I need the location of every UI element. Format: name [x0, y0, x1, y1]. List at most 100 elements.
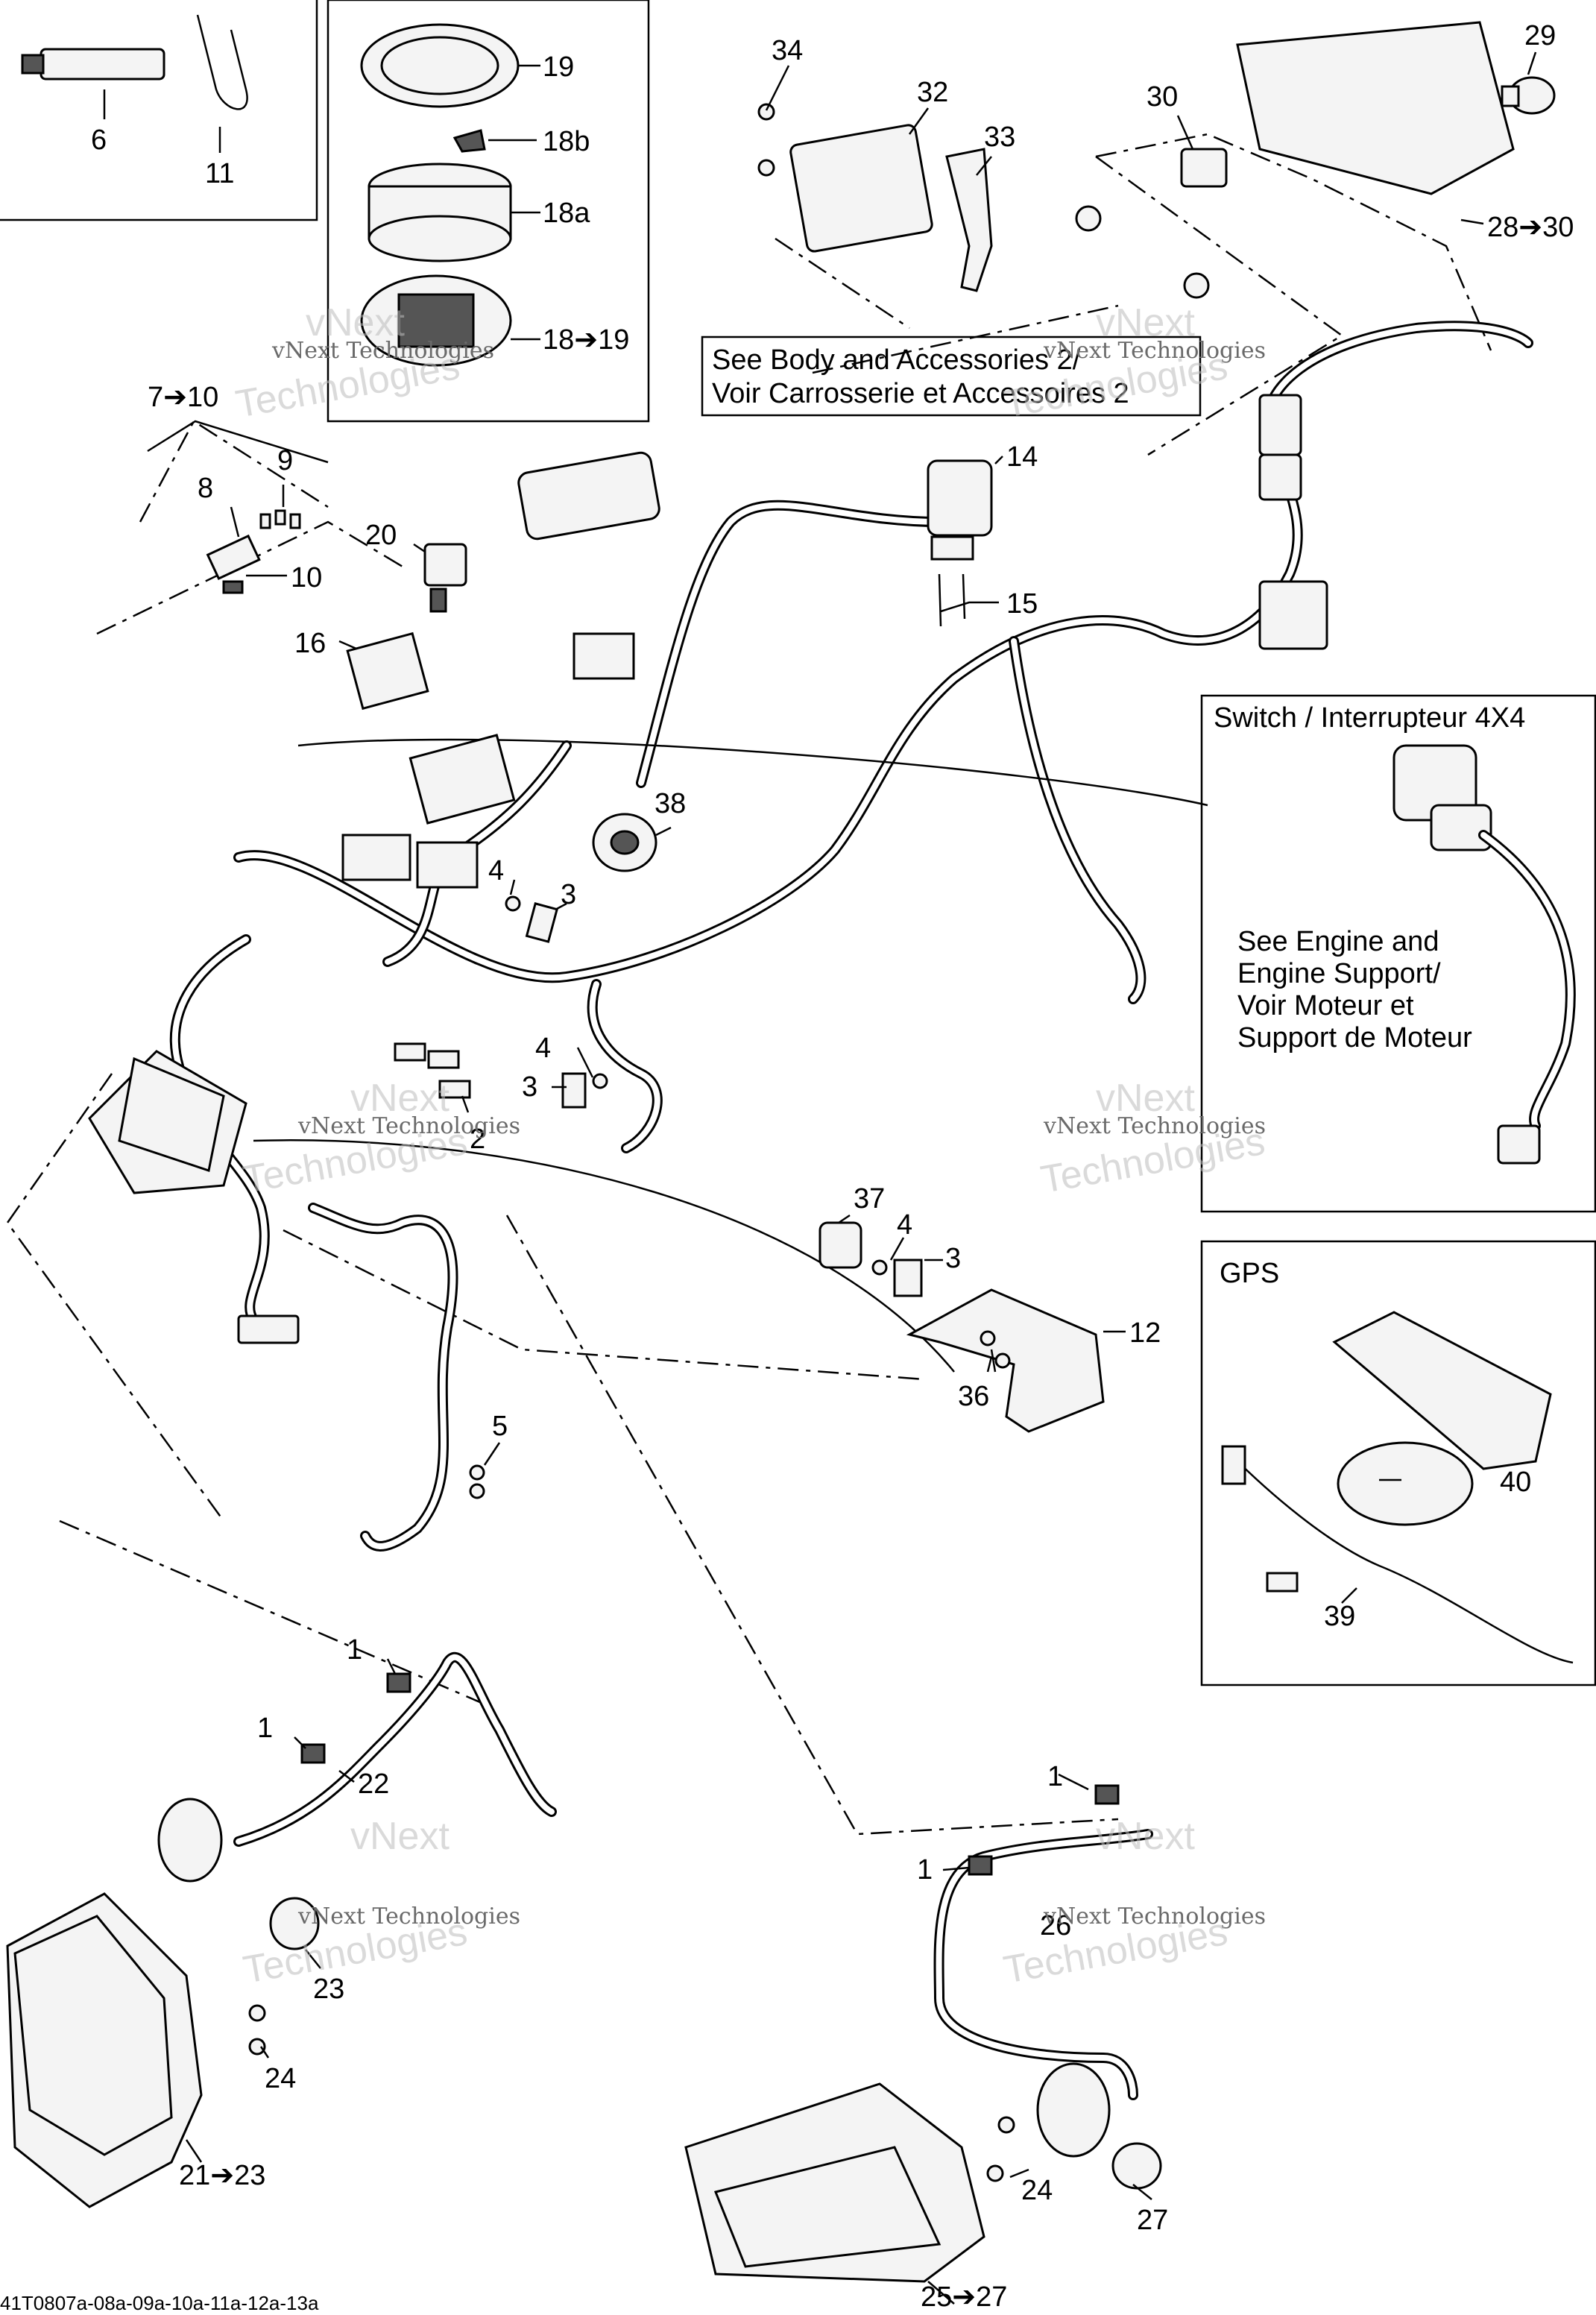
- callout-33: 33: [984, 122, 1015, 153]
- callout-14: 14: [1006, 441, 1038, 473]
- relay-connector: [206, 534, 261, 594]
- headlight-right: [684, 2082, 985, 2283]
- switch-box-note-1: See Engine and: [1237, 926, 1439, 957]
- gauge-electronics: [517, 451, 660, 541]
- callout-labels: 6 11 19 18b 18a 18➔19 7➔10 8 9 10 20 16 …: [91, 20, 1574, 2313]
- switch-box-note-3: Voir Moteur et: [1237, 990, 1414, 1021]
- taillight-connector: [1180, 148, 1228, 188]
- callout-21-23: 21➔23: [179, 2160, 265, 2191]
- callout-6: 6: [91, 125, 107, 156]
- callout-16: 16: [294, 628, 326, 659]
- svg-text:vNext Technologies: vNext Technologies: [271, 338, 494, 364]
- callout-9: 9: [277, 445, 293, 476]
- headlight-harness-left: [233, 1651, 557, 1847]
- callout-3-bracket: 3: [945, 1243, 961, 1274]
- callout-7-10: 7➔10: [148, 382, 218, 413]
- callout-12: 12: [1129, 1317, 1161, 1349]
- taillight: [1236, 21, 1515, 195]
- gps-unit: [1332, 1311, 1552, 1526]
- screws-15: [938, 573, 966, 627]
- headlight-left: [6, 1892, 203, 2208]
- callout-10: 10: [291, 562, 322, 593]
- callout-11: 11: [205, 158, 234, 189]
- callout-4: 4: [488, 855, 504, 886]
- callout-20: 20: [365, 520, 397, 551]
- cable-clamps-2: [394, 1042, 471, 1099]
- callout-1-right: 1: [917, 1854, 933, 1886]
- callout-29: 29: [1524, 20, 1556, 51]
- callout-18b: 18b: [543, 126, 590, 157]
- fuse-box: [88, 1050, 247, 1194]
- callout-26: 26: [1040, 1910, 1071, 1941]
- callout-4-bracket: 4: [897, 1209, 912, 1241]
- relay-16: [346, 631, 429, 711]
- leader-lines: [103, 51, 1537, 2305]
- main-connector-block: [341, 632, 635, 889]
- connector-lower-left: [237, 1314, 300, 1344]
- gps-box-title: GPS: [1220, 1258, 1279, 1289]
- callout-22: 22: [358, 1768, 389, 1800]
- inset-frame-topleft: [0, 0, 318, 221]
- headlight-socket-right: [1036, 2062, 1111, 2158]
- watermark-4: vNext Technologies vNext Technologies: [1038, 1077, 1268, 1202]
- regulator-bracket: [945, 148, 993, 292]
- gauge-lens: [368, 163, 512, 262]
- svg-text:vNext: vNext: [350, 1815, 450, 1858]
- callout-32: 32: [917, 77, 948, 108]
- callout-1-left: 1: [257, 1713, 273, 1744]
- clip-5: [469, 1464, 485, 1499]
- callout-18-19: 18➔19: [543, 324, 629, 356]
- svg-text:vNext Technologies: vNext Technologies: [1043, 338, 1266, 364]
- switch-box-note-4: Support de Moteur: [1237, 1022, 1472, 1053]
- gauge-ring: [360, 23, 520, 108]
- power-outlet: [592, 813, 657, 872]
- reference-box-body: See Body and Accessories 2/ Voir Carross…: [701, 336, 1202, 417]
- screws-24-right: [986, 2116, 1015, 2182]
- callout-40: 40: [1500, 1467, 1531, 1498]
- fuse-set: [259, 509, 301, 529]
- callout-28-30: 28➔30: [1487, 212, 1574, 243]
- clip-3-middle: [561, 1072, 608, 1109]
- voltage-regulator: [789, 124, 933, 253]
- callout-4-middle: 4: [535, 1033, 551, 1064]
- callout-15: 15: [1006, 588, 1038, 620]
- callout-25-27: 25➔27: [921, 2281, 1007, 2313]
- svg-text:vNext: vNext: [1096, 1077, 1195, 1120]
- throttle-switch: [927, 459, 993, 561]
- callout-8: 8: [198, 473, 213, 504]
- connector-37: [818, 1221, 862, 1269]
- bolts-36: [980, 1330, 1011, 1369]
- callout-19: 19: [543, 51, 574, 83]
- callout-23: 23: [313, 1974, 344, 2005]
- assembly-lines: [6, 133, 1492, 1836]
- headlight-socket-left: [157, 1798, 223, 1883]
- switch-4x4-box: Switch / Interrupteur 4X4 See Engine and…: [1200, 694, 1596, 1213]
- headlight-harness-right: [933, 1829, 1153, 2100]
- clip-3-bracket: [871, 1259, 923, 1297]
- clips-1: [300, 1672, 1120, 1876]
- callout-27: 27: [1137, 2205, 1168, 2236]
- callout-39: 39: [1324, 1601, 1355, 1632]
- callout-37: 37: [854, 1183, 885, 1215]
- drawing-code: 41T0807a-08a-09a-10a-11a-12a-13a: [0, 2292, 319, 2314]
- rear-connectors: [1258, 394, 1328, 650]
- gps-harness: [1221, 1445, 1574, 1664]
- headlight-bulb-left: [269, 1897, 320, 1950]
- reference-line-1: See Body and Accessories 2/: [712, 344, 1081, 376]
- svg-text:vNext Technologies: vNext Technologies: [1043, 1903, 1266, 1930]
- svg-text:vNext Technologies: vNext Technologies: [1043, 1113, 1266, 1139]
- watermark-3: vNext Technologies vNext Technologies: [240, 1077, 520, 1202]
- svg-text:vNext: vNext: [1096, 301, 1195, 344]
- switch-box-title: Switch / Interrupteur 4X4: [1214, 702, 1525, 734]
- callout-30: 30: [1146, 81, 1178, 113]
- callout-18a: 18a: [543, 198, 590, 229]
- gauge-clip: [452, 129, 486, 153]
- svg-text:vNext: vNext: [1096, 1815, 1195, 1858]
- callout-3-middle: 3: [522, 1071, 537, 1103]
- headlight-bulb-right: [1111, 2142, 1162, 2190]
- inset-frame-gauge: [327, 0, 650, 423]
- bolts-34: [757, 103, 775, 177]
- svg-text:vNext: vNext: [350, 1077, 450, 1120]
- cable-tie: [196, 14, 248, 110]
